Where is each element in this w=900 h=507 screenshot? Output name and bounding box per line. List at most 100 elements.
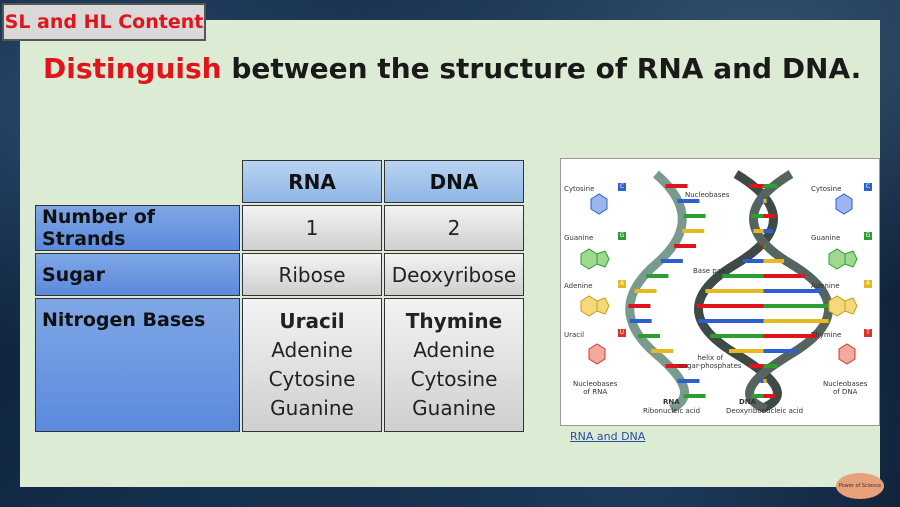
guanine-molecule bbox=[828, 248, 846, 270]
dna-base-pair-half bbox=[763, 349, 798, 353]
dna-base-pair-half bbox=[763, 289, 822, 293]
table-corner bbox=[35, 160, 240, 203]
dna-base-pair-half bbox=[742, 259, 764, 263]
adenine-molecule bbox=[828, 295, 846, 317]
right-base-label: Guanine bbox=[811, 234, 841, 242]
left-base-label: Adenine bbox=[564, 282, 593, 290]
comparison-table: RNA DNA Number of Strands 1 2 Sugar Ribo… bbox=[33, 158, 526, 434]
rna-nucleobase bbox=[682, 229, 705, 233]
dna-base-pair-half bbox=[763, 229, 774, 233]
row-label: Nitrogen Bases bbox=[35, 298, 240, 432]
nucleobases-dna-label: Nucleobases of DNA bbox=[823, 380, 868, 396]
power-of-science-logo: Power of Science bbox=[836, 473, 884, 499]
dna-base-pair-half bbox=[763, 199, 767, 203]
right-base-label: Adenine bbox=[811, 282, 840, 290]
guanine-molecule-ring bbox=[596, 250, 610, 268]
left-molecules bbox=[580, 193, 610, 365]
dna-base-pair-half bbox=[763, 244, 766, 248]
slide-title: Distinguish between the structure of RNA… bbox=[43, 52, 861, 85]
dna-base-pair-half bbox=[763, 184, 778, 188]
table-row: Number of Strands 1 2 bbox=[35, 205, 524, 251]
dna-base-pair-half bbox=[761, 244, 764, 248]
rna-nucleobase bbox=[683, 394, 706, 398]
rna-nucleobase bbox=[651, 349, 674, 353]
rna-nucleobase bbox=[638, 334, 661, 338]
dna-base-pair-half bbox=[763, 304, 831, 308]
rna-label: RNA bbox=[663, 398, 680, 406]
dna-base-pair-half bbox=[760, 379, 764, 383]
badge-a bbox=[618, 280, 626, 288]
left-base-label: Cytosine bbox=[564, 185, 595, 193]
badge-g bbox=[618, 232, 626, 240]
nucleobases-rna-label: Nucleobases of RNA bbox=[573, 380, 618, 396]
table-row: Nitrogen Bases Uracil Adenine Cytosine G… bbox=[35, 298, 524, 432]
cell-rna-strands: 1 bbox=[242, 205, 382, 251]
right-letter-badges bbox=[864, 183, 872, 337]
dna-base-pair-half bbox=[763, 364, 778, 368]
dna-base-pair-half bbox=[763, 259, 785, 263]
badge-t bbox=[864, 329, 872, 337]
rna-nucleobase bbox=[673, 244, 696, 248]
dna-base-pair-half bbox=[705, 289, 764, 293]
dna-base-pair-half bbox=[722, 274, 764, 278]
rna-base: Cytosine bbox=[268, 367, 356, 391]
badge-letter: A bbox=[865, 280, 871, 287]
badge-letter: C bbox=[865, 183, 871, 190]
dna-base: Adenine bbox=[413, 338, 495, 362]
left-base-label: Guanine bbox=[564, 234, 594, 242]
header-dna: DNA bbox=[384, 160, 524, 203]
right-base-label: Cytosine bbox=[811, 185, 842, 193]
badge-letter: A bbox=[619, 280, 625, 287]
dna-base-pair-half bbox=[751, 214, 764, 218]
cell-dna-sugar: Deoxyribose bbox=[384, 253, 524, 296]
rna-dna-diagram: Cytosine Guanine Adenine Uracil Cytosine… bbox=[560, 158, 880, 426]
dna-base-pair-half bbox=[763, 379, 767, 383]
dna-base-pair-half bbox=[751, 394, 764, 398]
badge-letter: U bbox=[619, 329, 625, 336]
dna-base-pair-half bbox=[763, 334, 817, 338]
dna-base-pair-half bbox=[749, 364, 764, 368]
dna-subtitle: Deoxyribonucleic acid bbox=[726, 407, 804, 415]
uracil-molecule bbox=[588, 343, 606, 365]
badge-letter: G bbox=[619, 232, 625, 239]
dna-base-pair-half bbox=[763, 394, 776, 398]
badge-u bbox=[618, 329, 626, 337]
rna-base: Guanine bbox=[270, 396, 354, 420]
rna-dna-link[interactable]: RNA and DNA bbox=[570, 430, 646, 443]
cell-dna-bases: Thymine Adenine Cytosine Guanine bbox=[384, 298, 524, 432]
badge-letter: C bbox=[619, 183, 625, 190]
guanine-molecule-ring bbox=[844, 250, 858, 268]
guanine-molecule bbox=[580, 248, 598, 270]
dna-base-pair-half bbox=[753, 229, 764, 233]
rna-backbone bbox=[625, 170, 689, 414]
cell-dna-strands: 2 bbox=[384, 205, 524, 251]
dna-base: Cytosine bbox=[410, 367, 498, 391]
cytosine-molecule bbox=[835, 193, 853, 215]
dna-base-pair-half bbox=[763, 274, 805, 278]
dna-base: Guanine bbox=[412, 396, 496, 420]
rna-subtitle: Ribonucleic acid bbox=[643, 407, 701, 415]
adenine-molecule-ring bbox=[596, 297, 610, 315]
right-base-label: Thymine bbox=[811, 331, 842, 339]
cytosine-molecule bbox=[590, 193, 608, 215]
dna-base-pairs bbox=[696, 184, 831, 398]
rna-base: Adenine bbox=[271, 338, 353, 362]
dna-label: DNA bbox=[739, 398, 757, 406]
badge-a bbox=[864, 280, 872, 288]
base-pair-label: Base pair bbox=[693, 267, 726, 275]
dna-base-pair-half bbox=[696, 304, 764, 308]
right-molecules bbox=[828, 193, 858, 365]
left-base-label: Uracil bbox=[564, 331, 585, 339]
rna-nucleobase bbox=[677, 199, 700, 203]
adenine-molecule bbox=[580, 295, 598, 317]
rna-nucleobase bbox=[665, 364, 688, 368]
dna-base-pair-half bbox=[710, 334, 764, 338]
badge-c bbox=[864, 183, 872, 191]
title-rest: between the structure of RNA and DNA. bbox=[221, 52, 862, 85]
rna-nucleobase bbox=[646, 274, 669, 278]
dna-base-pair-half bbox=[763, 319, 829, 323]
dna-base-pair-half bbox=[698, 319, 764, 323]
dna-base-pair-half bbox=[763, 214, 776, 218]
adenine-molecule-ring bbox=[844, 297, 858, 315]
badge-c bbox=[618, 183, 626, 191]
